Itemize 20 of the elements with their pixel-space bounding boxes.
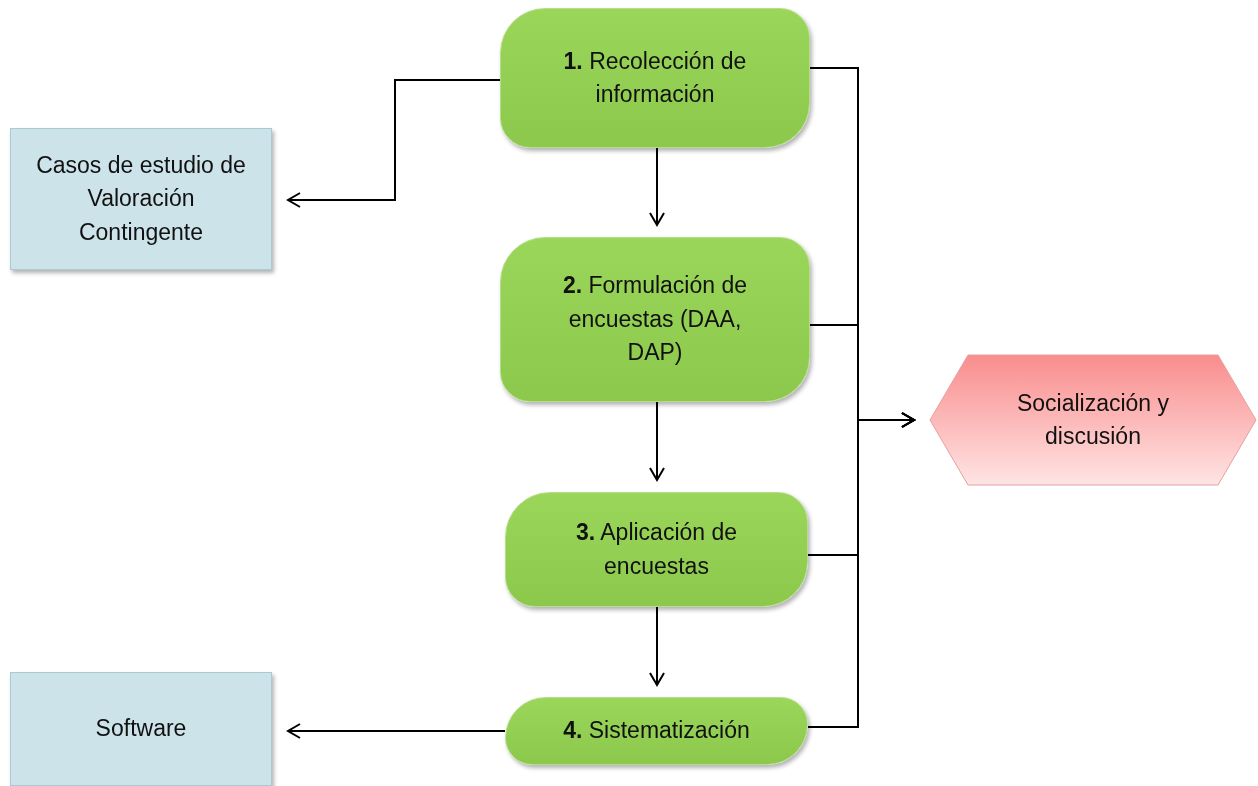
node-label: Casos de estudio de Valoración Contingente (35, 151, 247, 247)
node-label: 1. Recolección de información (562, 46, 748, 109)
node-label: 2. Formulación de encuestas (DAA, DAP) (561, 271, 749, 368)
process-box (505, 697, 808, 765)
arrow (649, 401, 665, 481)
process-box (505, 492, 808, 607)
node-label: Socialización y discusión (1015, 388, 1171, 451)
arrow (287, 79, 501, 208)
note-box (10, 672, 272, 786)
arrow (649, 606, 665, 686)
arrow (287, 723, 506, 739)
process-box (500, 8, 810, 148)
hexagon-shape (928, 353, 1258, 487)
node-label: 4. Sistematización (563, 716, 750, 746)
arrow (649, 147, 665, 226)
arrow (807, 412, 915, 728)
process-box (500, 237, 810, 402)
node-label: Software (95, 714, 187, 744)
node-label: 3. Aplicación de encuestas (574, 518, 739, 581)
note-box (10, 128, 272, 270)
